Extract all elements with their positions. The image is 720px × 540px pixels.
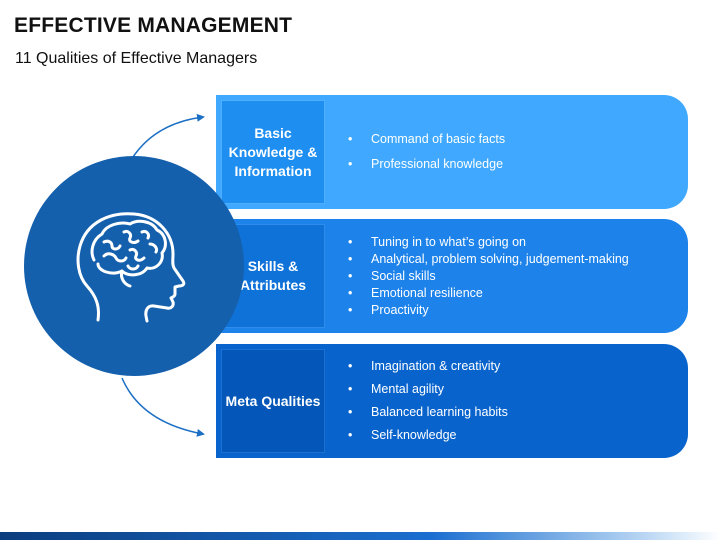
row-divider bbox=[330, 95, 331, 209]
list-item: Proactivity bbox=[346, 302, 629, 319]
page-subtitle: 11 Qualities of Effective Managers bbox=[15, 50, 258, 67]
quality-row-skills-attributes: Skills & Attributes Tuning in to what’s … bbox=[216, 219, 688, 333]
list-item: Balanced learning habits bbox=[346, 401, 508, 424]
quality-list: Tuning in to what’s going on Analytical,… bbox=[346, 219, 629, 333]
quality-row-meta-qualities: Meta Qualities Imagination & creativity … bbox=[216, 344, 688, 458]
center-circle bbox=[24, 156, 244, 376]
row-label: Basic Knowledge & Information bbox=[222, 101, 324, 203]
list-item: Tuning in to what’s going on bbox=[346, 234, 629, 251]
list-item: Emotional resilience bbox=[346, 285, 629, 302]
row-divider bbox=[330, 219, 331, 333]
list-item: Self-knowledge bbox=[346, 424, 508, 447]
arrow-bottom bbox=[121, 377, 205, 437]
list-item: Mental agility bbox=[346, 378, 508, 401]
list-item: Command of basic facts bbox=[346, 127, 505, 152]
quality-list: Imagination & creativity Mental agility … bbox=[346, 344, 508, 458]
list-item: Imagination & creativity bbox=[346, 355, 508, 378]
row-label: Meta Qualities bbox=[222, 350, 324, 452]
quality-list: Command of basic facts Professional know… bbox=[346, 95, 505, 209]
human-head-brain-icon bbox=[76, 212, 186, 323]
list-item: Analytical, problem solving, judgement-m… bbox=[346, 251, 629, 268]
list-item: Social skills bbox=[346, 268, 629, 285]
page-title: EFFECTIVE MANAGEMENT bbox=[14, 14, 293, 37]
quality-row-basic-knowledge: Basic Knowledge & Information Command of… bbox=[216, 95, 688, 209]
list-item: Professional knowledge bbox=[346, 152, 505, 177]
footer-bar bbox=[0, 532, 720, 540]
row-divider bbox=[330, 344, 331, 458]
